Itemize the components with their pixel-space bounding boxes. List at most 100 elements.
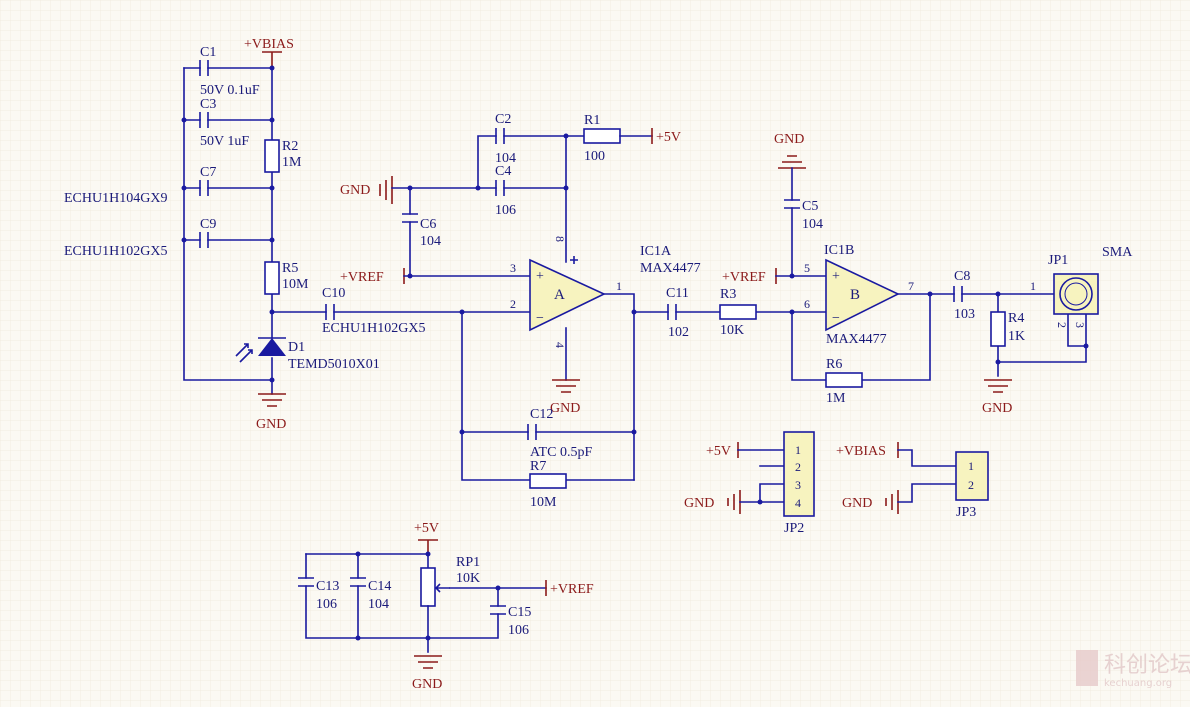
d1-part: TEMD5010X01 (288, 357, 380, 372)
r5-label: R5 (282, 261, 298, 276)
jp1-pin3: 3 (1073, 322, 1087, 328)
c2-capacitor (495, 128, 505, 144)
c3-value: 50V 1uF (200, 134, 249, 149)
r2-label: R2 (282, 139, 298, 154)
c1-label: C1 (200, 45, 216, 60)
rp1-label: RP1 (456, 555, 480, 570)
jp3-pin2: 2 (968, 478, 974, 492)
sma-label: SMA (1102, 245, 1133, 260)
c2-value: 104 (495, 151, 516, 166)
ic1b-label: IC1B (824, 243, 854, 258)
c10-capacitor (325, 304, 335, 320)
opa-plus: + (536, 269, 544, 284)
gnd-bottom-label: GND (412, 677, 442, 692)
jp1-label: JP1 (1048, 253, 1068, 268)
jp1-pin2: 2 (1055, 322, 1069, 328)
c12-value: ATC 0.5pF (530, 445, 592, 460)
c13-capacitor (298, 577, 314, 587)
r6-resistor (825, 372, 863, 388)
gnd-c5-label: GND (774, 132, 804, 147)
c9-capacitor (199, 232, 209, 248)
c5-label: C5 (802, 199, 818, 214)
r1-resistor (583, 128, 621, 144)
c10-label: C10 (322, 286, 345, 301)
p5v-r1-label: +5V (656, 130, 681, 145)
c4-capacitor (495, 180, 505, 196)
opa-pin4: 4 (553, 342, 567, 348)
r3-resistor (719, 304, 757, 320)
d1-label: D1 (288, 340, 305, 355)
opa-minus: − (536, 311, 544, 326)
vbias-top-label: +VBIAS (244, 37, 294, 52)
r4-value: 1K (1008, 329, 1025, 344)
c8-value: 103 (954, 307, 975, 322)
jp2-header (783, 431, 815, 517)
c13-value: 106 (316, 597, 337, 612)
amplifier-a-section (271, 128, 831, 489)
gnd-jp2-label: GND (684, 496, 714, 511)
c3-label: C3 (200, 97, 216, 112)
c11-value: 102 (668, 325, 689, 340)
ic1a-part: MAX4477 (640, 261, 701, 276)
vref-b-label: +VREF (722, 270, 766, 285)
c14-value: 104 (368, 597, 389, 612)
r4-label: R4 (1008, 311, 1024, 326)
c7-part: ECHU1H104GX9 (64, 191, 167, 206)
amplifier-b-section (775, 155, 1099, 393)
gnd-bottom-symbol (414, 655, 442, 669)
ic1a-label: IC1A (640, 244, 672, 259)
c3-capacitor (199, 112, 209, 128)
c6-capacitor (402, 213, 418, 223)
jp2-pin4: 4 (795, 496, 801, 510)
jp3-label: JP3 (956, 505, 976, 520)
p5v-jp2-label: +5V (706, 444, 731, 459)
opb-pin6: 6 (804, 297, 810, 311)
jp1-pin1: 1 (1030, 279, 1036, 293)
gnd-c6-symbol (379, 176, 393, 204)
jp2-pin2: 2 (795, 460, 801, 474)
c8-label: C8 (954, 269, 970, 284)
r4-resistor (990, 311, 1006, 347)
c15-label: C15 (508, 605, 531, 620)
jp3-pin1: 1 (968, 459, 974, 473)
gnd-opa-label: GND (550, 401, 580, 416)
watermark-logo (1076, 650, 1098, 686)
opb-pin5: 5 (804, 261, 810, 275)
gnd-d1-symbol (258, 393, 286, 407)
r5-value: 10M (282, 277, 309, 292)
c15-value: 106 (508, 623, 529, 638)
c12-capacitor (527, 424, 537, 440)
c15-capacitor (490, 605, 506, 615)
r2-resistor (264, 139, 280, 173)
rp1-potentiometer (420, 567, 436, 607)
c5-capacitor (784, 199, 800, 209)
jp2-pin3: 3 (795, 478, 801, 492)
gnd-jp3-label: GND (842, 496, 872, 511)
vref-a-label: +VREF (340, 270, 384, 285)
jp3-header (955, 451, 989, 501)
c1-value: 50V 0.1uF (200, 83, 260, 98)
gnd-r4-symbol (984, 379, 1012, 393)
c9-part: ECHU1H102GX5 (64, 244, 167, 259)
c12-label: C12 (530, 407, 553, 422)
watermark-text: 科创论坛 (1104, 653, 1190, 678)
p5v-rp1-label: +5V (414, 521, 439, 536)
c11-capacitor (667, 304, 677, 320)
d1-photodiode (235, 337, 286, 363)
bias-section (181, 51, 286, 407)
c4-value: 106 (495, 203, 516, 218)
rp1-value: 10K (456, 571, 480, 586)
c7-capacitor (199, 180, 209, 196)
r6-label: R6 (826, 357, 842, 372)
r1-value: 100 (584, 149, 605, 164)
r3-value: 10K (720, 323, 744, 338)
watermark: 科创论坛 kechuang.org (1076, 650, 1190, 689)
r7-value: 10M (530, 495, 557, 510)
opb-minus: − (832, 311, 840, 326)
r6-value: 1M (826, 391, 846, 406)
c11-label: C11 (666, 286, 689, 301)
gnd-r4-label: GND (982, 401, 1012, 416)
r7-label: R7 (530, 459, 546, 474)
c14-capacitor (350, 577, 366, 587)
